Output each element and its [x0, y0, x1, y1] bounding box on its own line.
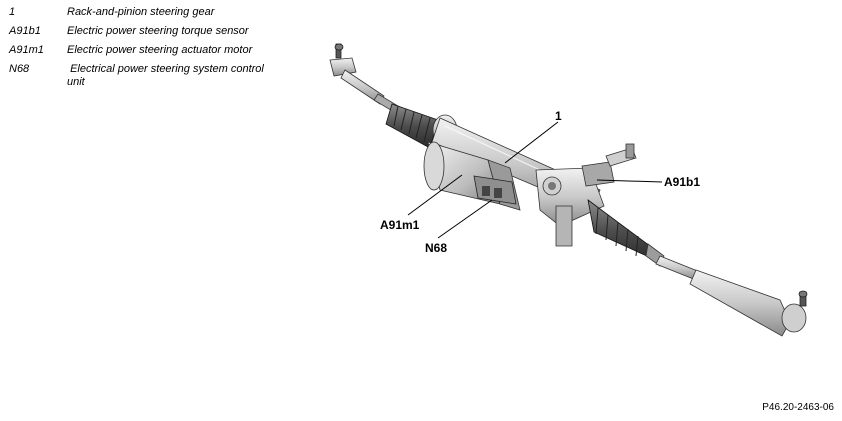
legend-code: 1: [9, 6, 16, 18]
control-unit: [473, 175, 517, 205]
callout-torque-sensor: A91b1: [664, 175, 701, 189]
leader-line-torque-sensor: [596, 179, 663, 183]
legend-row: N68 Electrical power steering system con…: [9, 63, 289, 89]
legend-row: A91m1 Electric power steering actuator m…: [9, 44, 289, 57]
figure-reference: P46.20-2463-06: [762, 402, 834, 413]
legend-row: A91b1 Electric power steering torque sen…: [9, 25, 289, 38]
legend-description: Electrical power steering system control…: [67, 63, 267, 88]
legend-row: 1 Rack-and-pinion steering gear: [9, 6, 289, 19]
legend-description: Electric power steering actuator motor: [67, 44, 253, 56]
left-tie-rod: [329, 43, 399, 113]
leader-line-rack: [504, 121, 559, 164]
callout-rack: 1: [555, 109, 562, 123]
leader-line-control-unit: [437, 199, 493, 239]
legend-code: A91b1: [9, 25, 41, 37]
right-tie-rod: [655, 255, 808, 337]
legend-description: Rack-and-pinion steering gear: [67, 6, 215, 18]
callout-control-unit: N68: [425, 241, 448, 255]
torque-sensor: [581, 143, 637, 187]
callout-actuator-motor: A91m1: [380, 218, 420, 232]
right-bellows-boot: [587, 199, 665, 267]
legend-code: N68: [9, 63, 30, 75]
legend: 1 Rack-and-pinion steering gear A91b1 El…: [9, 6, 289, 95]
legend-code: A91m1: [9, 44, 44, 56]
leader-line-actuator-motor: [407, 174, 463, 216]
legend-description: Electric power steering torque sensor: [67, 25, 249, 37]
